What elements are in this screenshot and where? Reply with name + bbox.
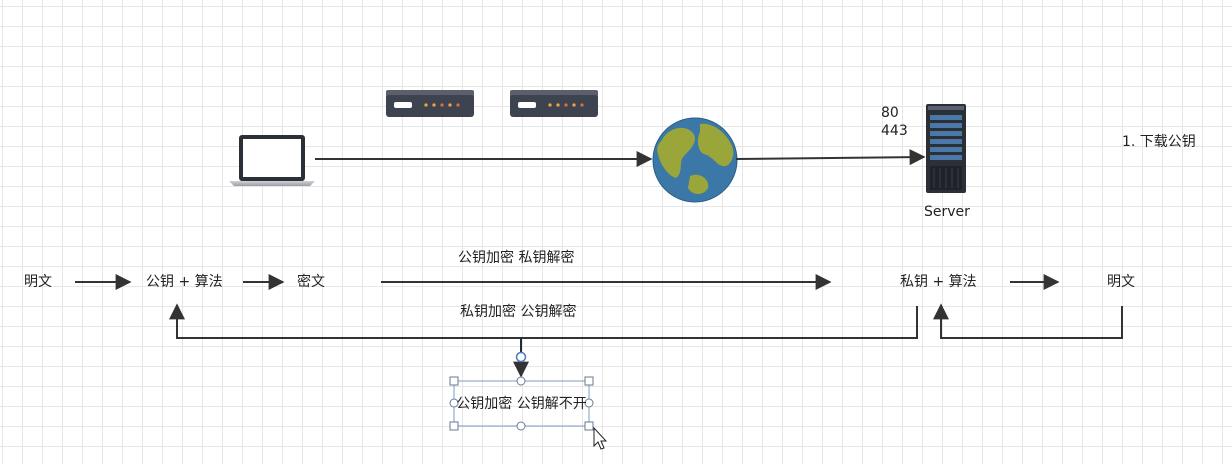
- bottom-caption-label: 私钥加密 公钥解密: [460, 304, 577, 320]
- router-icon[interactable]: [386, 90, 474, 117]
- selected-note-text[interactable]: 公钥加密 公钥解不开: [456, 395, 587, 412]
- laptop-icon[interactable]: [229, 135, 315, 186]
- pubkey-algo-label: 公钥 + 算法: [146, 274, 223, 290]
- ciphertext-label: 密文: [297, 274, 325, 290]
- selection-frame[interactable]: [449, 376, 594, 431]
- privkey-algo-label: 私钥 + 算法: [900, 274, 977, 290]
- right-return-arrow[interactable]: [933, 303, 1123, 339]
- server-ports: 80 443: [881, 104, 908, 140]
- connector-handle[interactable]: [515, 351, 527, 363]
- top-caption-label: 公钥加密 私钥解密: [458, 250, 575, 266]
- server-label: Server: [924, 204, 970, 220]
- server-icon[interactable]: [926, 104, 966, 193]
- return-path-arrow[interactable]: [169, 303, 918, 339]
- mouse-cursor-icon: [593, 426, 608, 450]
- step-note: 1. 下载公钥: [1122, 134, 1196, 150]
- globe-to-server-arrow[interactable]: [735, 149, 926, 166]
- plaintext-right-label: 明文: [1107, 274, 1135, 290]
- router-icon[interactable]: [510, 90, 598, 117]
- port-80: 80: [881, 105, 899, 121]
- plaintext-left-label: 明文: [24, 274, 52, 290]
- port-443: 443: [881, 123, 908, 139]
- globe-icon[interactable]: [652, 117, 738, 203]
